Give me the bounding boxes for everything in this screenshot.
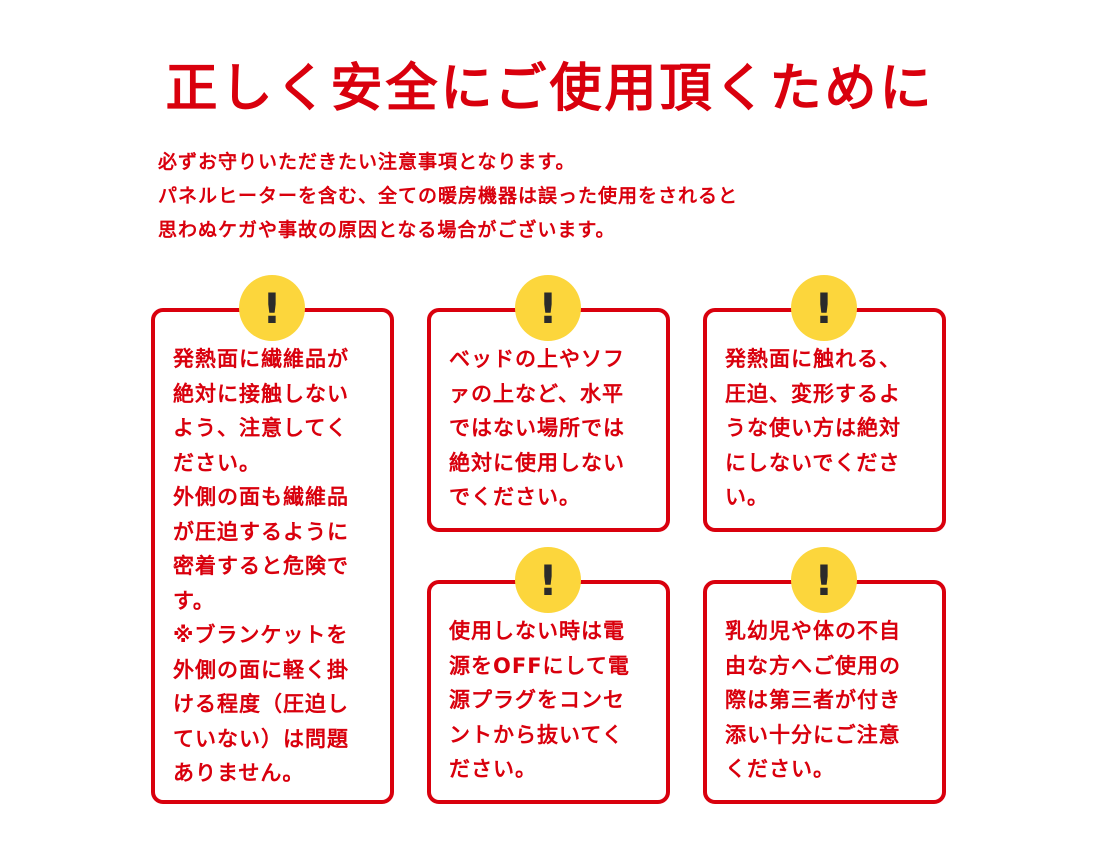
exclamation-icon: ! bbox=[791, 547, 857, 613]
card-text: 使用しない時は電 源をOFFにして電 源プラグをコンセ ントから抜いてく ださい… bbox=[449, 619, 630, 781]
intro-line: パネルヒーターを含む、全ての暖房機器は誤った使用をされると bbox=[158, 185, 739, 207]
page-title: 正しく安全にご使用頂くために bbox=[165, 59, 935, 119]
card-text: ベッドの上やソフ ァの上など、水平 ではない場所では 絶対に使用しない でくださ… bbox=[449, 347, 625, 509]
warning-card-touch-heating-surface: 発熱面に触れる、 圧迫、変形するよ うな使い方は絶対 にしないでくださ い。 bbox=[703, 308, 946, 532]
exclamation-icon: ! bbox=[791, 275, 857, 341]
intro-line: 必ずお守りいただきたい注意事項となります。 bbox=[158, 151, 576, 173]
intro-text: 必ずお守りいただきたい注意事項となります。 パネルヒーターを含む、全ての暖房機器… bbox=[158, 145, 978, 247]
warning-card-uneven-surface: ベッドの上やソフ ァの上など、水平 ではない場所では 絶対に使用しない でくださ… bbox=[427, 308, 670, 532]
warning-card-fiber-contact: 発熱面に繊維品が 絶対に接触しない よう、注意してく ださい。 外側の面も繊維品… bbox=[151, 308, 394, 804]
exclamation-icon: ! bbox=[515, 275, 581, 341]
exclamation-icon: ! bbox=[239, 275, 305, 341]
intro-line: 思わぬケガや事故の原因となる場合がございます。 bbox=[158, 219, 616, 241]
card-text: 発熱面に触れる、 圧迫、変形するよ うな使い方は絶対 にしないでくださ い。 bbox=[725, 347, 901, 509]
exclamation-icon: ! bbox=[515, 547, 581, 613]
card-text: 発熱面に繊維品が 絶対に接触しない よう、注意してく ださい。 外側の面も繊維品… bbox=[173, 347, 349, 785]
warning-card-power-off: 使用しない時は電 源をOFFにして電 源プラグをコンセ ントから抜いてく ださい… bbox=[427, 580, 670, 804]
warning-card-supervision: 乳幼児や体の不自 由な方へご使用の 際は第三者が付き 添い十分にご注意 ください… bbox=[703, 580, 946, 804]
card-text: 乳幼児や体の不自 由な方へご使用の 際は第三者が付き 添い十分にご注意 ください… bbox=[725, 619, 901, 781]
